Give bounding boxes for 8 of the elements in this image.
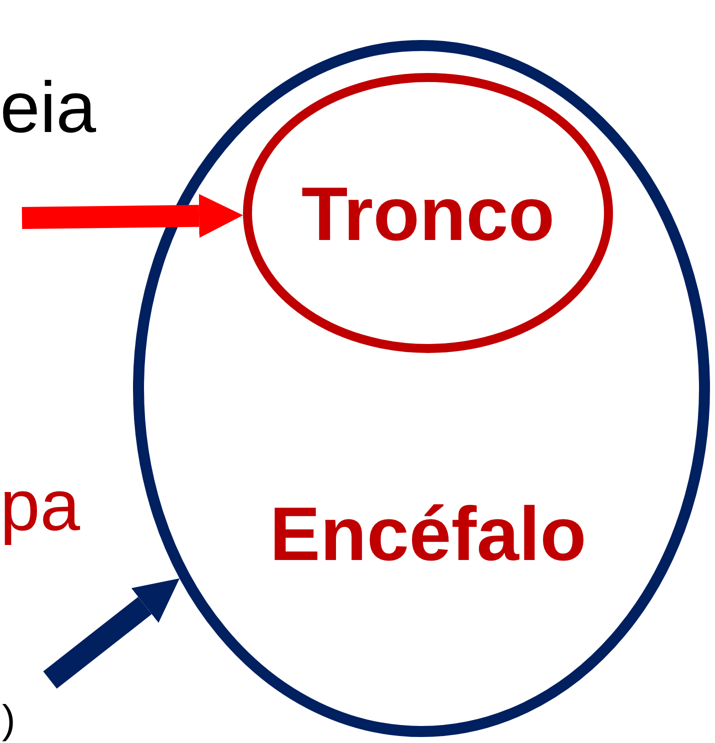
text-fragment: ) <box>2 700 16 740</box>
arrow <box>22 194 244 238</box>
text-fragment: eia <box>0 72 96 144</box>
arrow <box>43 578 180 689</box>
node-label: Encéfalo <box>270 497 586 573</box>
oval-node <box>243 73 613 353</box>
node-label: Tronco <box>301 177 555 253</box>
oval-node <box>133 40 710 737</box>
